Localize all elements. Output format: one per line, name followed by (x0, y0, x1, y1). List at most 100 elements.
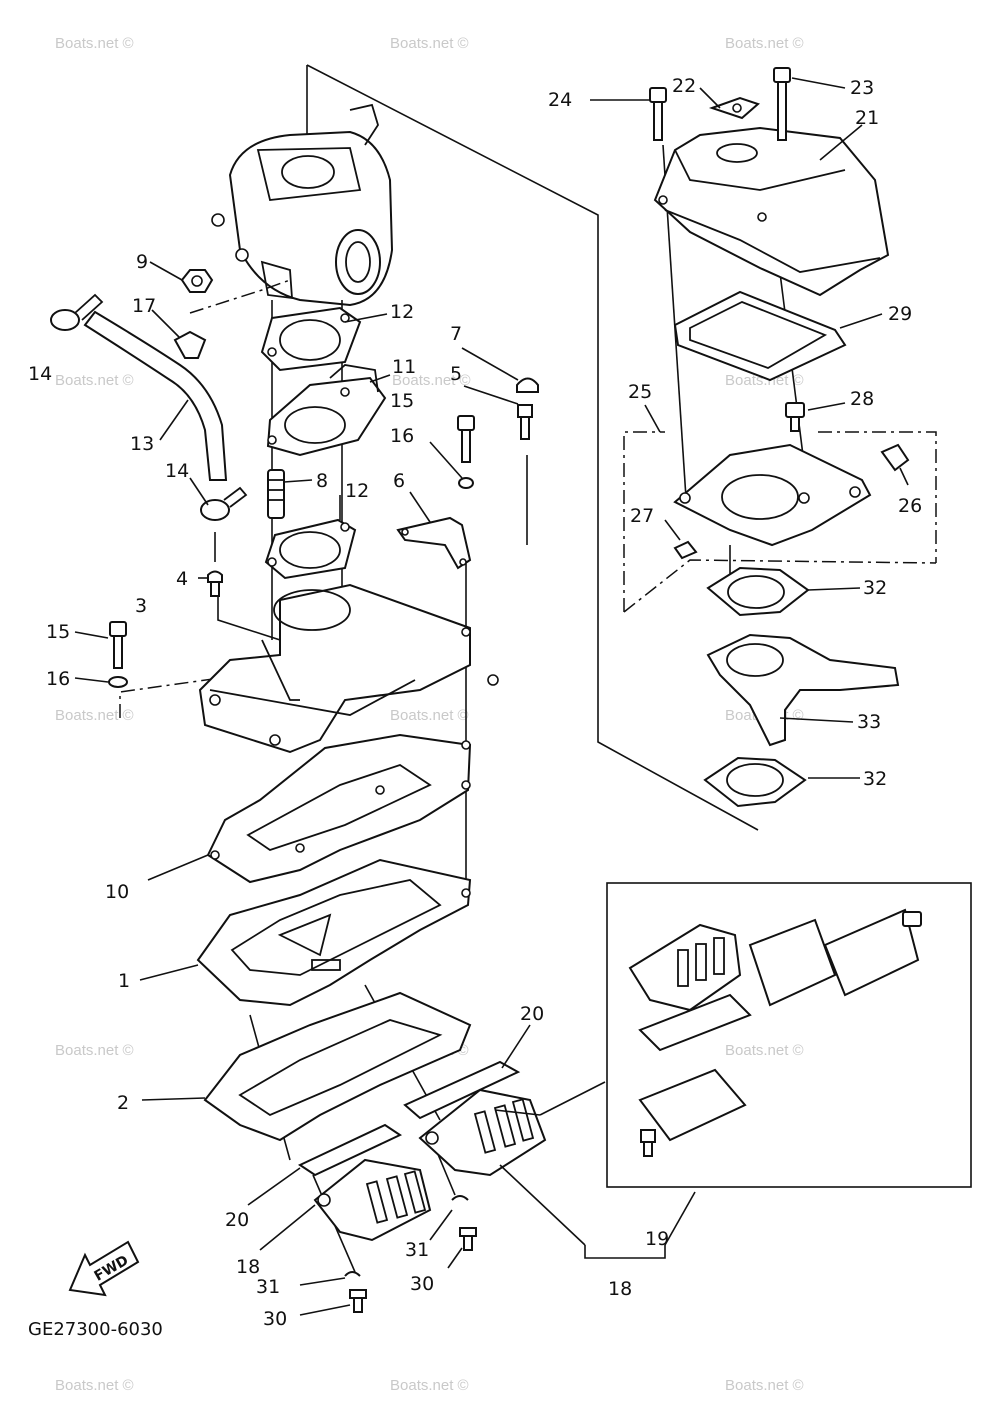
watermark: Boats.net © (725, 35, 804, 52)
gasket-12-lower (264, 518, 357, 580)
callout-1: 1 (118, 970, 130, 992)
washer-16-left (108, 676, 128, 688)
fitting-5 (517, 404, 533, 440)
watermark: Boats.net © (725, 1042, 804, 1059)
gasket-12-upper (260, 306, 362, 372)
stud-8 (267, 469, 285, 519)
watermark: Boats.net © (55, 372, 134, 389)
callout-22: 22 (672, 75, 696, 97)
bolt-24 (649, 87, 667, 141)
callout-16-left: 16 (46, 668, 70, 690)
gasket-32-lower (703, 756, 807, 808)
callout-12-upper: 12 (390, 301, 414, 323)
bolt-15-right (457, 415, 475, 463)
cap-7 (516, 377, 539, 393)
watermark: Boats.net © (725, 1377, 804, 1394)
diagram-code: GE27300-6030 (28, 1319, 163, 1340)
callout-6: 6 (393, 470, 405, 492)
callout-31-right: 31 (405, 1239, 429, 1261)
callout-leaders (74, 77, 909, 1316)
group-19-box (606, 882, 972, 1188)
callout-24: 24 (548, 89, 572, 111)
callout-4: 4 (176, 568, 188, 590)
callout-16-right: 16 (390, 425, 414, 447)
bolt-4 (207, 570, 223, 597)
screws-30-31 (344, 1195, 477, 1313)
fitting-26 (880, 443, 910, 472)
bolt-28 (785, 402, 805, 432)
cap-22 (708, 96, 760, 120)
callout-5: 5 (450, 363, 462, 385)
reed-valve-left (297, 1123, 432, 1242)
gasket-10 (206, 733, 472, 884)
callout-26: 26 (898, 495, 922, 517)
watermarks: Boats.net © Boats.net © Boats.net © Boat… (55, 35, 804, 1394)
callout-8: 8 (316, 470, 328, 492)
manifold-3 (198, 583, 499, 754)
callout-2: 2 (117, 1092, 129, 1114)
watermark: Boats.net © (390, 707, 469, 724)
bolt-15-left (109, 621, 127, 669)
gasket-32-upper (706, 566, 810, 617)
callout-20-left: 20 (225, 1209, 249, 1231)
gasket-2 (203, 991, 472, 1142)
watermark: Boats.net © (55, 707, 134, 724)
callout-31-left: 31 (256, 1276, 280, 1298)
callout-10: 10 (105, 881, 129, 903)
callout-labels: 1 2 3 4 5 6 7 8 9 10 11 12 12 13 14 14 1… (28, 75, 922, 1330)
watermark: Boats.net © (55, 35, 134, 52)
callout-28: 28 (850, 388, 874, 410)
callout-29: 29 (888, 303, 912, 325)
callout-33: 33 (857, 711, 881, 733)
clip-17 (173, 330, 207, 359)
callout-13: 13 (130, 433, 154, 455)
callout-11: 11 (392, 356, 416, 378)
callout-15-right: 15 (390, 390, 414, 412)
callout-3: 3 (135, 595, 147, 617)
callout-18-right: 18 (608, 1278, 632, 1300)
callout-32-lower: 32 (863, 768, 887, 790)
washer-16-right (458, 477, 474, 489)
callout-32-upper: 32 (863, 577, 887, 599)
callout-12-lower: 12 (345, 480, 369, 502)
plug-27 (673, 540, 698, 560)
hose-13 (50, 293, 248, 521)
watermark: Boats.net © (725, 372, 804, 389)
nut-9 (180, 269, 214, 293)
bolt-23 (773, 67, 791, 141)
callout-23: 23 (850, 77, 874, 99)
reed-valve-right (403, 1060, 547, 1177)
watermark: Boats.net © (390, 1377, 469, 1394)
callout-14-lower: 14 (165, 460, 189, 482)
callout-30-right: 30 (410, 1273, 434, 1295)
gasket-29 (673, 290, 847, 382)
fwd-arrow: FWD (68, 1240, 140, 1297)
bracket-6 (396, 516, 472, 570)
carburetor (211, 103, 394, 307)
callout-19: 19 (645, 1228, 669, 1250)
watermark: Boats.net © (55, 1042, 134, 1059)
silencer-cover-21 (653, 126, 890, 297)
plate-11 (266, 364, 387, 457)
plate-1 (196, 858, 472, 1007)
bracket-33 (706, 633, 900, 747)
watermark: Boats.net © (55, 1377, 134, 1394)
watermark: Boats.net © (390, 35, 469, 52)
callout-7: 7 (450, 323, 462, 345)
callout-30-left: 30 (263, 1308, 287, 1330)
callout-18-left: 18 (236, 1256, 260, 1278)
callout-21: 21 (855, 107, 879, 129)
callout-27: 27 (630, 505, 654, 527)
callout-15-left: 15 (46, 621, 70, 643)
callout-9: 9 (136, 251, 148, 273)
callout-14-upper: 14 (28, 363, 52, 385)
group-18-leaders (494, 1081, 696, 1259)
callout-20-right: 20 (520, 1003, 544, 1025)
watermark: Boats.net © (392, 372, 471, 389)
group-25-box (623, 431, 937, 613)
base-plate-25 (673, 443, 872, 547)
callout-17: 17 (132, 295, 156, 317)
callout-25: 25 (628, 381, 652, 403)
